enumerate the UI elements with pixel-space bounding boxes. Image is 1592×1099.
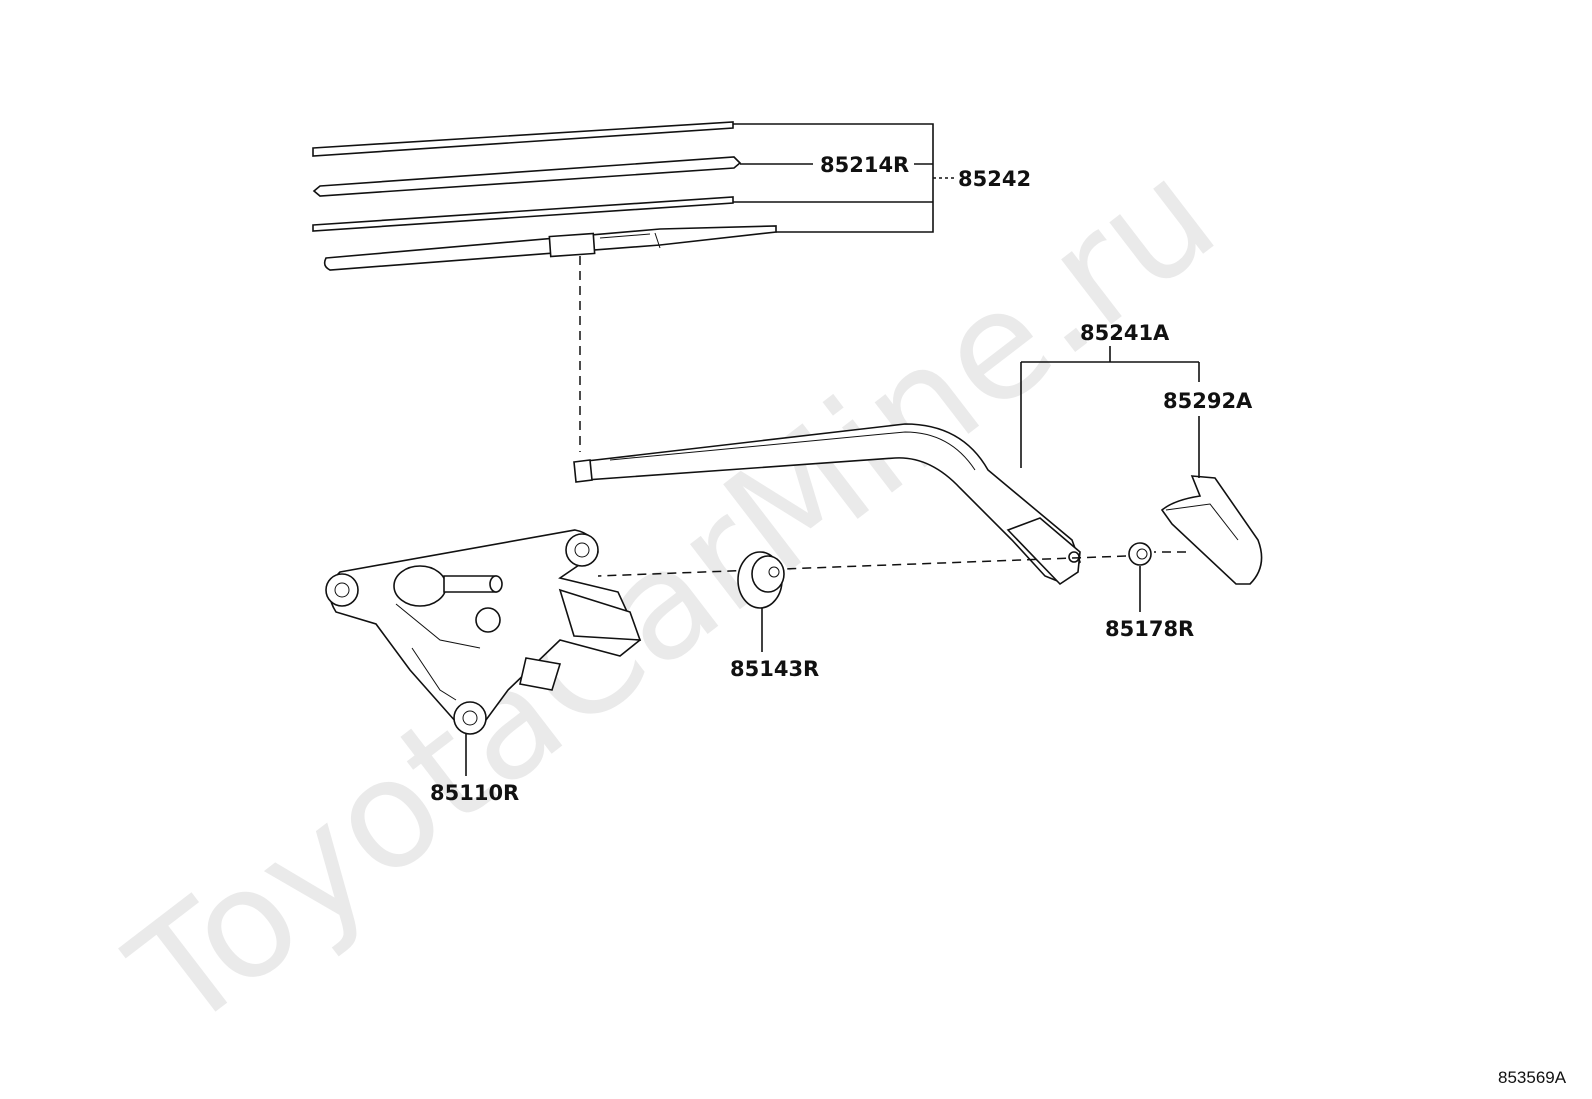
label-85214R[interactable]: 85214R — [820, 153, 909, 177]
label-85241A[interactable]: 85241A — [1080, 321, 1170, 345]
wiper-blade-assembly[interactable] — [312, 121, 777, 271]
callout-85242 — [733, 123, 955, 233]
watermark: ToyotaCarMine.ru — [100, 128, 1246, 1064]
callout-85241A — [1020, 346, 1200, 468]
wiper-arm[interactable] — [573, 423, 1081, 586]
blade-strip-lower — [312, 196, 734, 232]
label-85242[interactable]: 85242 — [958, 167, 1031, 191]
diagram-id: 853569A — [1498, 1068, 1567, 1087]
wiper-arm-cover[interactable] — [1160, 475, 1263, 585]
blade-clip — [548, 232, 596, 258]
label-85292A[interactable]: 85292A — [1163, 389, 1253, 413]
blade-strip-upper — [312, 121, 734, 157]
label-85178R[interactable]: 85178R — [1105, 617, 1194, 641]
pivot-nut[interactable] — [1128, 542, 1152, 566]
label-85110R[interactable]: 85110R — [430, 781, 519, 805]
label-85143R[interactable]: 85143R — [730, 657, 819, 681]
pivot-axis-main — [597, 555, 1127, 577]
wiper-motor-assembly[interactable] — [325, 529, 642, 735]
grommet[interactable] — [737, 551, 785, 609]
blade-rubber — [312, 156, 742, 197]
